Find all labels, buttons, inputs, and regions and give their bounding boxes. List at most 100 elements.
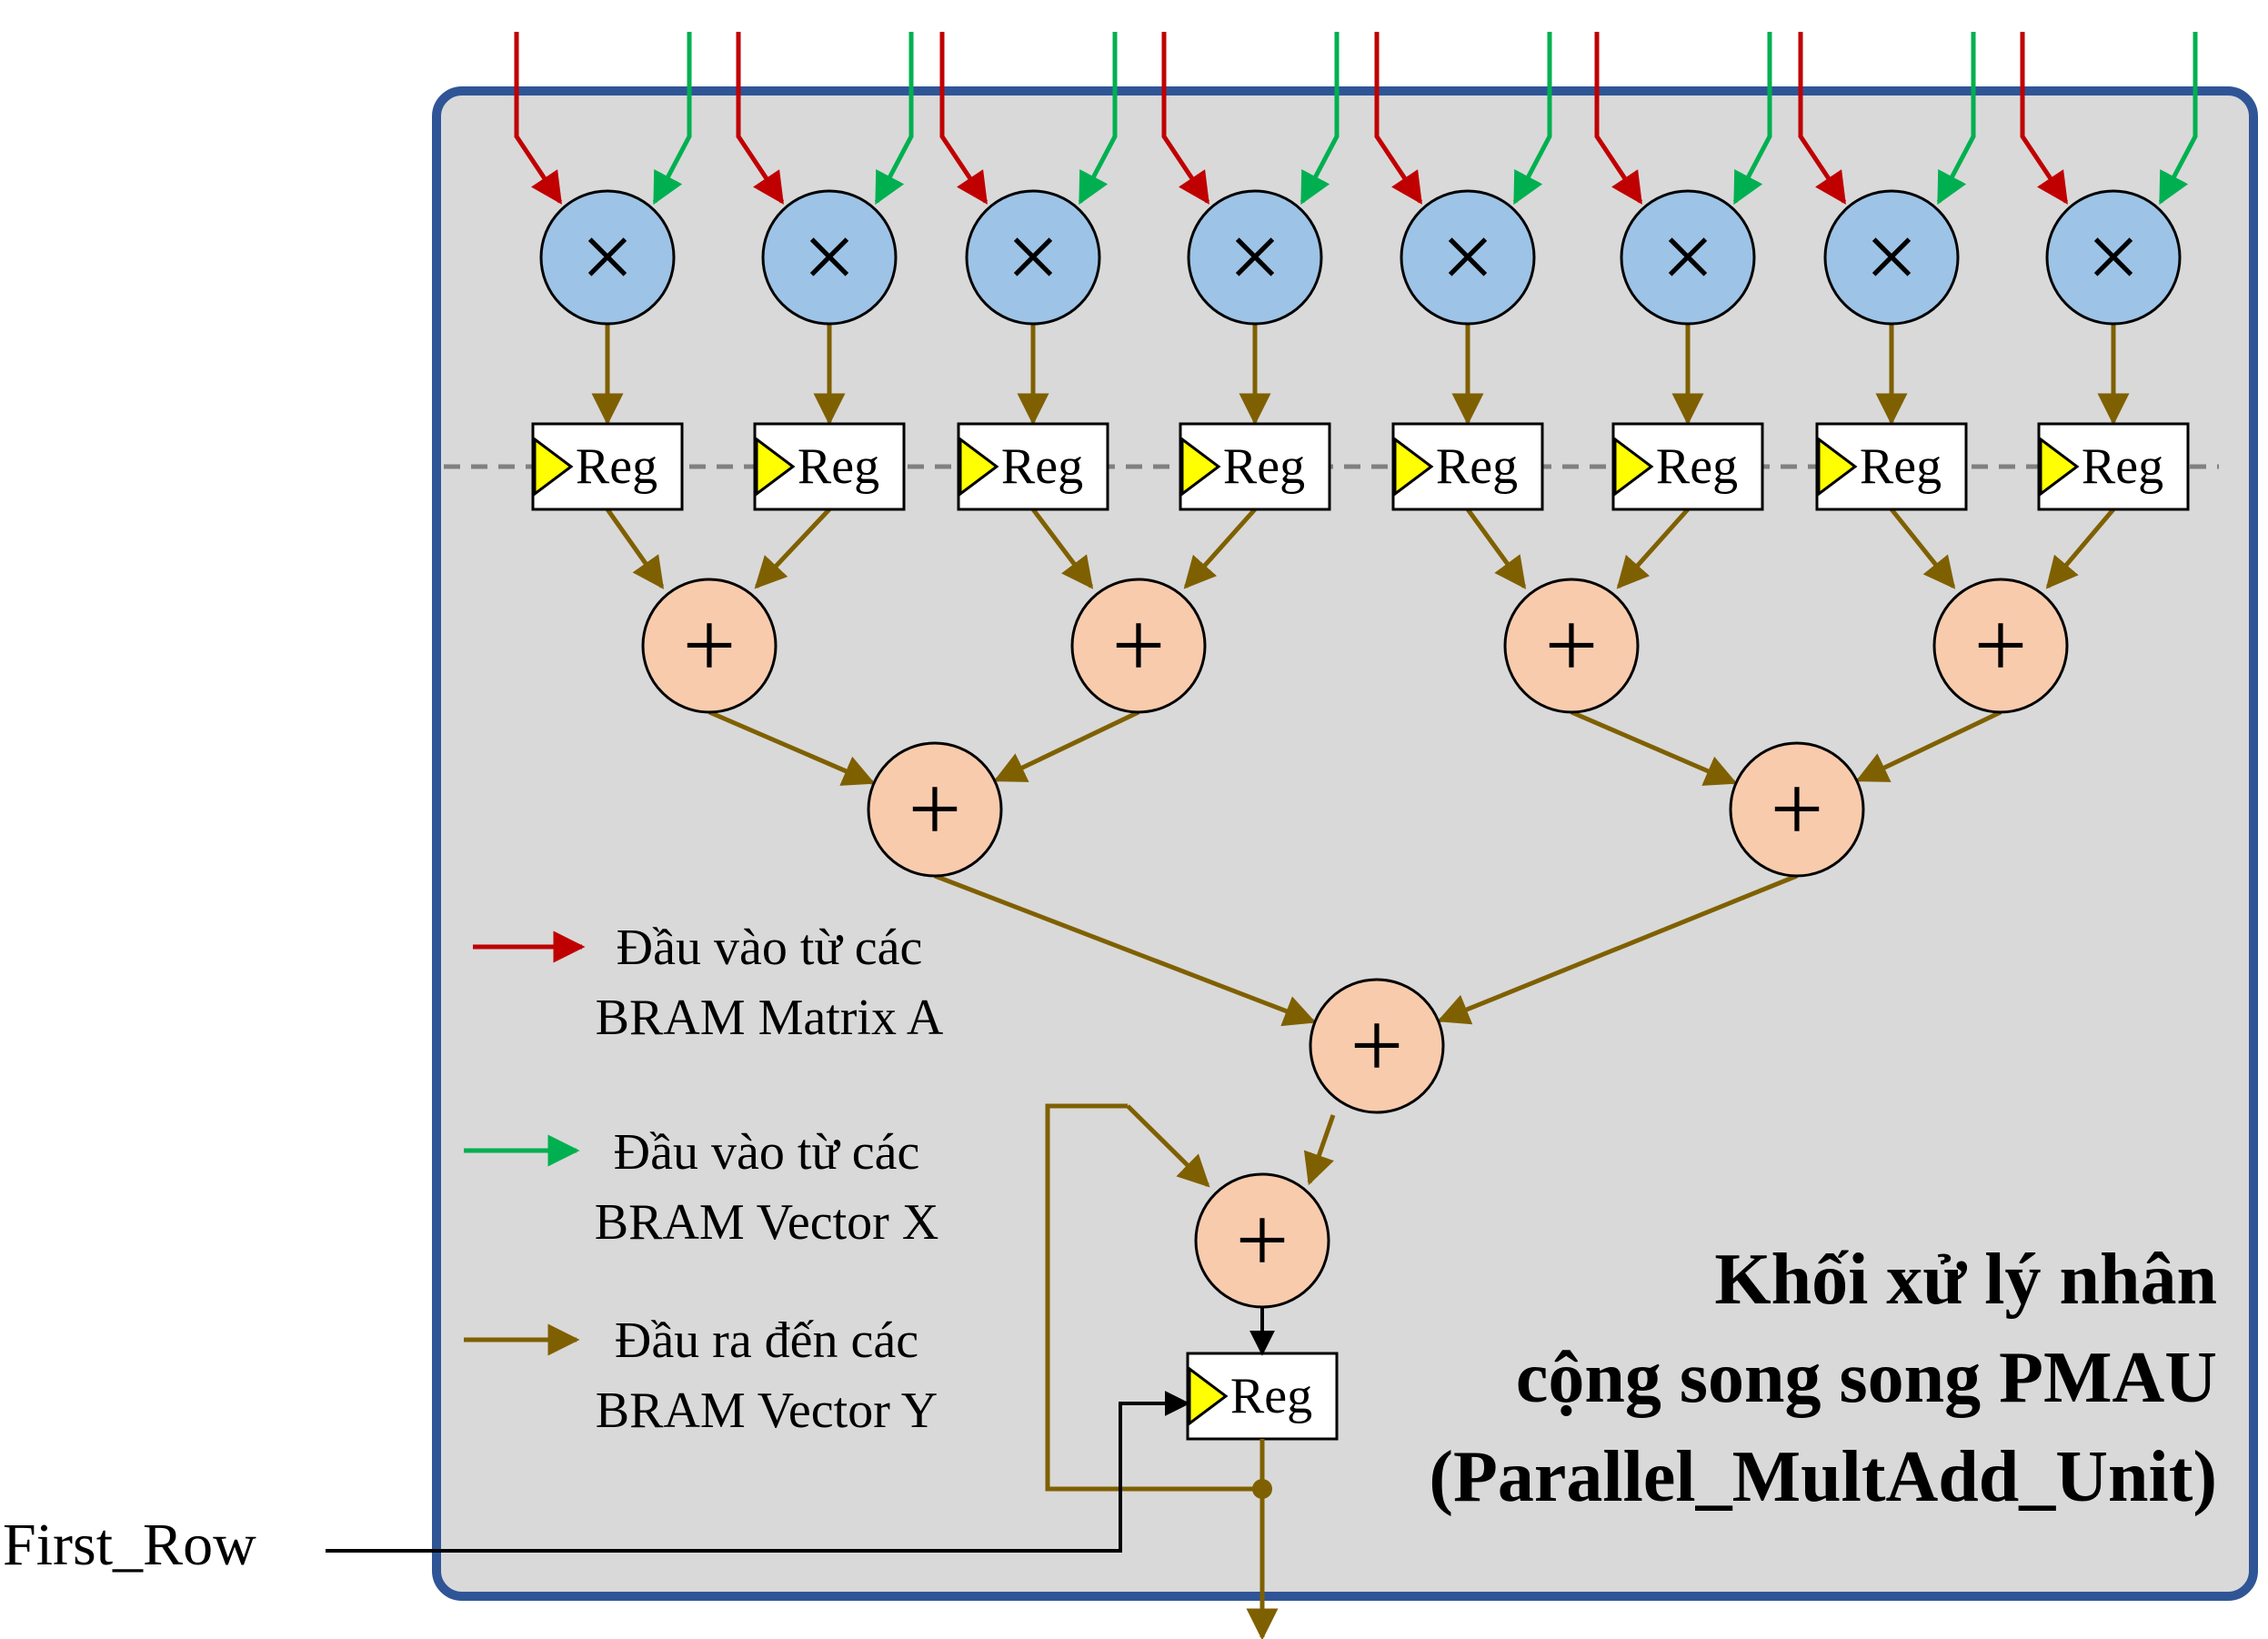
- register-3-label: Reg: [1001, 438, 1083, 495]
- multiplier-icon-6: ×: [1620, 189, 1756, 326]
- multiplier-icon-3-symbol: ×: [1007, 205, 1060, 309]
- reg-to-adder-wire-1: [605, 508, 665, 589]
- multiplier-icon-7-circle: [1823, 189, 1960, 326]
- multiplier-icon-4-circle: [1187, 189, 1323, 326]
- adder-l2-to-l3-wire-1: [934, 873, 1317, 1027]
- matrix-input-wire-3: [939, 32, 988, 205]
- adder-icon-accumulator: +: [1194, 1172, 1330, 1309]
- wires-layer: [514, 32, 2198, 1186]
- matrix-input-wire-8: [2020, 32, 2069, 205]
- adder-icon-l1-3-symbol: +: [1545, 593, 1599, 698]
- adder-l1-to-l2-wire-3: [1571, 709, 1738, 786]
- adder-icon-l1-1: +: [641, 578, 778, 714]
- adder-icon-l1-4-circle: [1932, 578, 2069, 714]
- adder-icon-l2-2-circle: [1729, 741, 1865, 878]
- legend: Đầu vào từ các BRAM Matrix A Đầu vào từ …: [464, 920, 944, 1439]
- adder-icon-l1-3: +: [1503, 578, 1640, 714]
- register-accumulator-label: Reg: [1230, 1368, 1312, 1424]
- register-clock-icon: [1613, 437, 1654, 497]
- reg-to-adder-wire-4: [1183, 508, 1257, 589]
- multiplier-icon-4-symbol: ×: [1229, 205, 1282, 309]
- reg-to-adder-wire-5: [1465, 508, 1527, 589]
- adder-icon-l2-1: +: [867, 741, 1003, 878]
- accumulator-feedback-wire: [1045, 1103, 1264, 1492]
- register-clock-icon: [755, 437, 796, 497]
- adder-icon-l1-4: +: [1932, 578, 2069, 714]
- adder-icon-l1-2-circle: [1070, 578, 1207, 714]
- register-clock-icon: [533, 437, 574, 497]
- multipliers-layer: × × × × × × × ×: [539, 189, 2182, 326]
- block-title-line2: cộng song song PMAU: [1516, 1338, 2217, 1418]
- reg-to-adder-wire-8: [2045, 508, 2115, 589]
- adder-icon-l1-1-circle: [641, 578, 778, 714]
- multiplier-icon-5-circle: [1400, 189, 1536, 326]
- adder-l1-to-l2-wire-2: [993, 709, 1140, 782]
- block-title: Khối xử lý nhân cộng song song PMAU (Par…: [1429, 1240, 2217, 1517]
- matrix-input-wire-2: [736, 32, 785, 205]
- multiplier-icon-4: ×: [1187, 189, 1323, 326]
- reg-to-adder-wire-7: [1890, 508, 1956, 589]
- register-3: Reg: [957, 422, 1109, 511]
- matrix-input-wire-5: [1374, 32, 1423, 205]
- multiplier-icon-2-circle: [761, 189, 898, 326]
- multiplier-icon-3-circle: [965, 189, 1101, 326]
- register-5: Reg: [1391, 422, 1544, 511]
- register-clock-icon: [1180, 437, 1221, 497]
- adder-icon-l1-4-symbol: +: [1974, 593, 2028, 698]
- multiplier-icon-6-symbol: ×: [1661, 205, 1715, 309]
- multiplier-icon-8-circle: [2045, 189, 2182, 326]
- adder-icon-l1-1-symbol: +: [683, 593, 737, 698]
- register-5-label: Reg: [1436, 438, 1518, 495]
- register-6: Reg: [1611, 422, 1764, 511]
- vector-x-input-wire-4: [1300, 32, 1340, 206]
- matrix-input-wire-7: [1798, 32, 1847, 205]
- register-8-label: Reg: [2082, 438, 2163, 495]
- matrix-input-wire-1: [514, 32, 563, 205]
- vector-x-input-wire-3: [1078, 32, 1118, 206]
- register-accumulator: Reg: [1186, 1352, 1339, 1441]
- register-clock-icon: [1393, 437, 1434, 497]
- adder-icon-accumulator-symbol: +: [1236, 1188, 1290, 1292]
- multiplier-icon-6-circle: [1620, 189, 1756, 326]
- register-2: Reg: [753, 422, 906, 511]
- vector-x-input-wire-2: [874, 32, 914, 206]
- adder-icon-l2-1-circle: [867, 741, 1003, 878]
- register-4: Reg: [1179, 422, 1331, 511]
- register-4-label: Reg: [1223, 438, 1305, 495]
- legend-vector-x-line1: Đầu vào từ các: [614, 1124, 920, 1181]
- multiplier-icon-7: ×: [1823, 189, 1960, 326]
- adder-icon-l3-symbol: +: [1350, 993, 1404, 1098]
- multiplier-icon-7-symbol: ×: [1865, 205, 1919, 309]
- register-clock-icon: [1817, 437, 1858, 497]
- register-7: Reg: [1815, 422, 1968, 511]
- vector-x-input-wire-6: [1732, 32, 1772, 206]
- multiplier-icon-2-symbol: ×: [803, 205, 857, 309]
- adder-l2-to-l3-wire-2: [1437, 873, 1798, 1025]
- register-2-label: Reg: [798, 438, 879, 495]
- adder-l3-to-acc-wire: [1303, 1114, 1336, 1186]
- matrix-input-wire-6: [1594, 32, 1643, 205]
- legend-vector-x-line2: BRAM Vector X: [595, 1194, 939, 1251]
- adder-l1-to-l2-wire-1: [708, 709, 876, 786]
- multiplier-icon-8: ×: [2045, 189, 2182, 326]
- adder-icon-l3-circle: [1309, 978, 1445, 1114]
- adder-icon-l1-3-circle: [1503, 578, 1640, 714]
- adder-icon-l1-2: +: [1070, 578, 1207, 714]
- multiplier-icon-1-symbol: ×: [581, 205, 635, 309]
- block-title-line3: (Parallel_MultAdd_Unit): [1429, 1437, 2217, 1517]
- vector-x-input-wire-1: [652, 32, 692, 206]
- multiplier-icon-5: ×: [1400, 189, 1536, 326]
- multiplier-icon-1-circle: [539, 189, 676, 326]
- legend-matrix-line2: BRAM Matrix A: [596, 990, 944, 1046]
- matrix-input-wire-4: [1161, 32, 1210, 205]
- adder-icon-l2-2: +: [1729, 741, 1865, 878]
- reg-to-adder-wire-2: [754, 508, 831, 589]
- register-7-label: Reg: [1860, 438, 1942, 495]
- adder-icon-l1-2-symbol: +: [1112, 593, 1166, 698]
- vector-x-input-wire-8: [2158, 32, 2198, 206]
- register-clock-icon: [958, 437, 999, 497]
- register-1-label: Reg: [576, 438, 657, 495]
- adder-icon-l2-1-symbol: +: [908, 757, 962, 861]
